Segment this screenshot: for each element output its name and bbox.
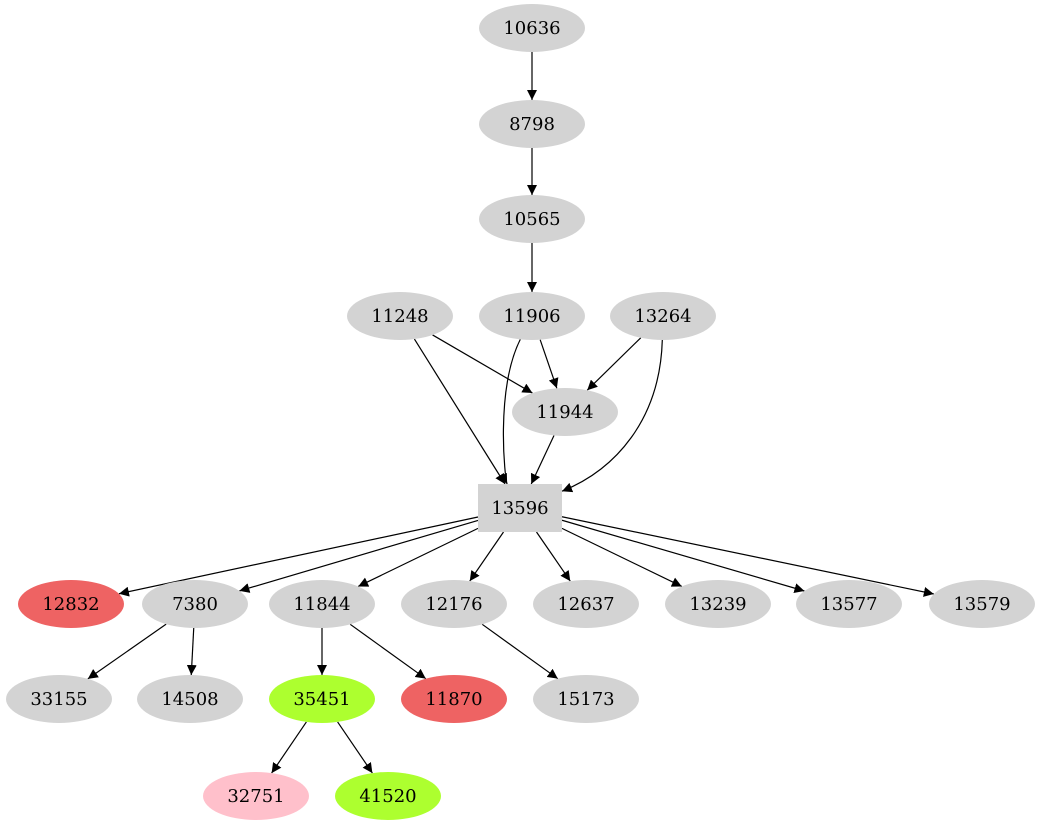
node-ellipse	[479, 292, 585, 340]
node-ellipse	[665, 580, 771, 628]
node-label: 33155	[30, 689, 87, 710]
node-ellipse	[269, 580, 375, 628]
node-ellipse	[610, 292, 716, 340]
node-ellipse	[796, 580, 902, 628]
node-35451[interactable]: 35451	[269, 675, 375, 723]
node-11944[interactable]: 11944	[512, 388, 618, 436]
node-ellipse	[479, 195, 585, 243]
node-ellipse	[512, 388, 618, 436]
edge-13596-to-12176	[469, 531, 504, 582]
node-13596[interactable]: 13596	[478, 484, 562, 532]
node-12832[interactable]: 12832	[18, 580, 124, 628]
node-label: 7380	[172, 594, 218, 615]
node-label: 10565	[503, 209, 560, 230]
node-15173[interactable]: 15173	[533, 675, 639, 723]
node-13239[interactable]: 13239	[665, 580, 771, 628]
node-ellipse	[533, 675, 639, 723]
edge-13596-to-7380	[239, 519, 479, 593]
edge-35451-to-41520	[337, 721, 373, 774]
edge-7380-to-14508	[186, 627, 197, 676]
node-label: 41520	[359, 786, 416, 807]
edge-11944-to-13596	[530, 435, 555, 485]
node-ellipse	[347, 292, 453, 340]
node-label: 10636	[503, 18, 560, 39]
node-label: 11906	[503, 306, 560, 327]
node-ellipse	[335, 772, 441, 820]
node-12176[interactable]: 12176	[401, 580, 507, 628]
node-label: 13579	[953, 594, 1010, 615]
node-7380[interactable]: 7380	[142, 580, 248, 628]
node-label: 35451	[293, 689, 350, 710]
edge-13264-to-13596	[561, 339, 663, 493]
node-label: 11248	[371, 306, 428, 327]
node-label: 13596	[491, 498, 548, 519]
edge-35451-to-32751	[271, 721, 307, 774]
node-ellipse	[401, 580, 507, 628]
node-11844[interactable]: 11844	[269, 580, 375, 628]
node-label: 11944	[536, 402, 593, 423]
node-ellipse	[479, 4, 585, 52]
edge-11844-to-11870	[349, 623, 427, 680]
node-41520[interactable]: 41520	[335, 772, 441, 820]
node-label: 12637	[557, 594, 614, 615]
node-label: 14508	[161, 689, 218, 710]
edge-7380-to-33155	[87, 623, 167, 680]
node-8798[interactable]: 8798	[479, 100, 585, 148]
node-13579[interactable]: 13579	[929, 580, 1035, 628]
node-label: 12832	[42, 594, 99, 615]
node-11906[interactable]: 11906	[479, 292, 585, 340]
node-10636[interactable]: 10636	[479, 4, 585, 52]
edge-11906-to-11944	[539, 339, 559, 389]
node-11248[interactable]: 11248	[347, 292, 453, 340]
node-ellipse	[401, 675, 507, 723]
node-label: 13264	[634, 306, 691, 327]
node-label: 12176	[425, 594, 482, 615]
node-ellipse	[6, 675, 112, 723]
node-33155[interactable]: 33155	[6, 675, 112, 723]
node-ellipse	[533, 580, 639, 628]
edge-13596-to-11844	[357, 527, 479, 587]
nodes-layer: 10636 8798 10565 11248 11906 13264 11944 13596 1…	[6, 4, 1035, 820]
edges-layer	[87, 52, 934, 774]
node-label: 13577	[820, 594, 877, 615]
node-label: 11844	[293, 594, 350, 615]
edge-11248-to-13596	[413, 338, 506, 485]
node-label: 8798	[509, 114, 555, 135]
node-ellipse	[479, 100, 585, 148]
node-ellipse	[269, 675, 375, 723]
edge-12176-to-15173	[481, 623, 559, 680]
node-10565[interactable]: 10565	[479, 195, 585, 243]
edge-13596-to-13579	[561, 516, 934, 597]
edge-13596-to-13577	[561, 519, 805, 593]
node-box	[478, 484, 562, 532]
node-ellipse	[18, 580, 124, 628]
node-label: 32751	[227, 786, 284, 807]
node-label: 15173	[557, 689, 614, 710]
node-ellipse	[203, 772, 309, 820]
node-12637[interactable]: 12637	[533, 580, 639, 628]
edge-11906-to-13596	[498, 339, 521, 485]
node-32751[interactable]: 32751	[203, 772, 309, 820]
node-13577[interactable]: 13577	[796, 580, 902, 628]
edge-11248-to-11944	[432, 334, 533, 394]
edge-13596-to-13239	[561, 527, 683, 587]
edge-13264-to-11944	[586, 337, 642, 391]
node-ellipse	[142, 580, 248, 628]
node-ellipse	[137, 675, 243, 723]
node-14508[interactable]: 14508	[137, 675, 243, 723]
node-11870[interactable]: 11870	[401, 675, 507, 723]
edge-13596-to-12637	[536, 531, 571, 582]
node-label: 13239	[689, 594, 746, 615]
node-label: 11870	[425, 689, 482, 710]
edge-13596-to-12832	[118, 516, 479, 597]
node-ellipse	[929, 580, 1035, 628]
node-13264[interactable]: 13264	[610, 292, 716, 340]
